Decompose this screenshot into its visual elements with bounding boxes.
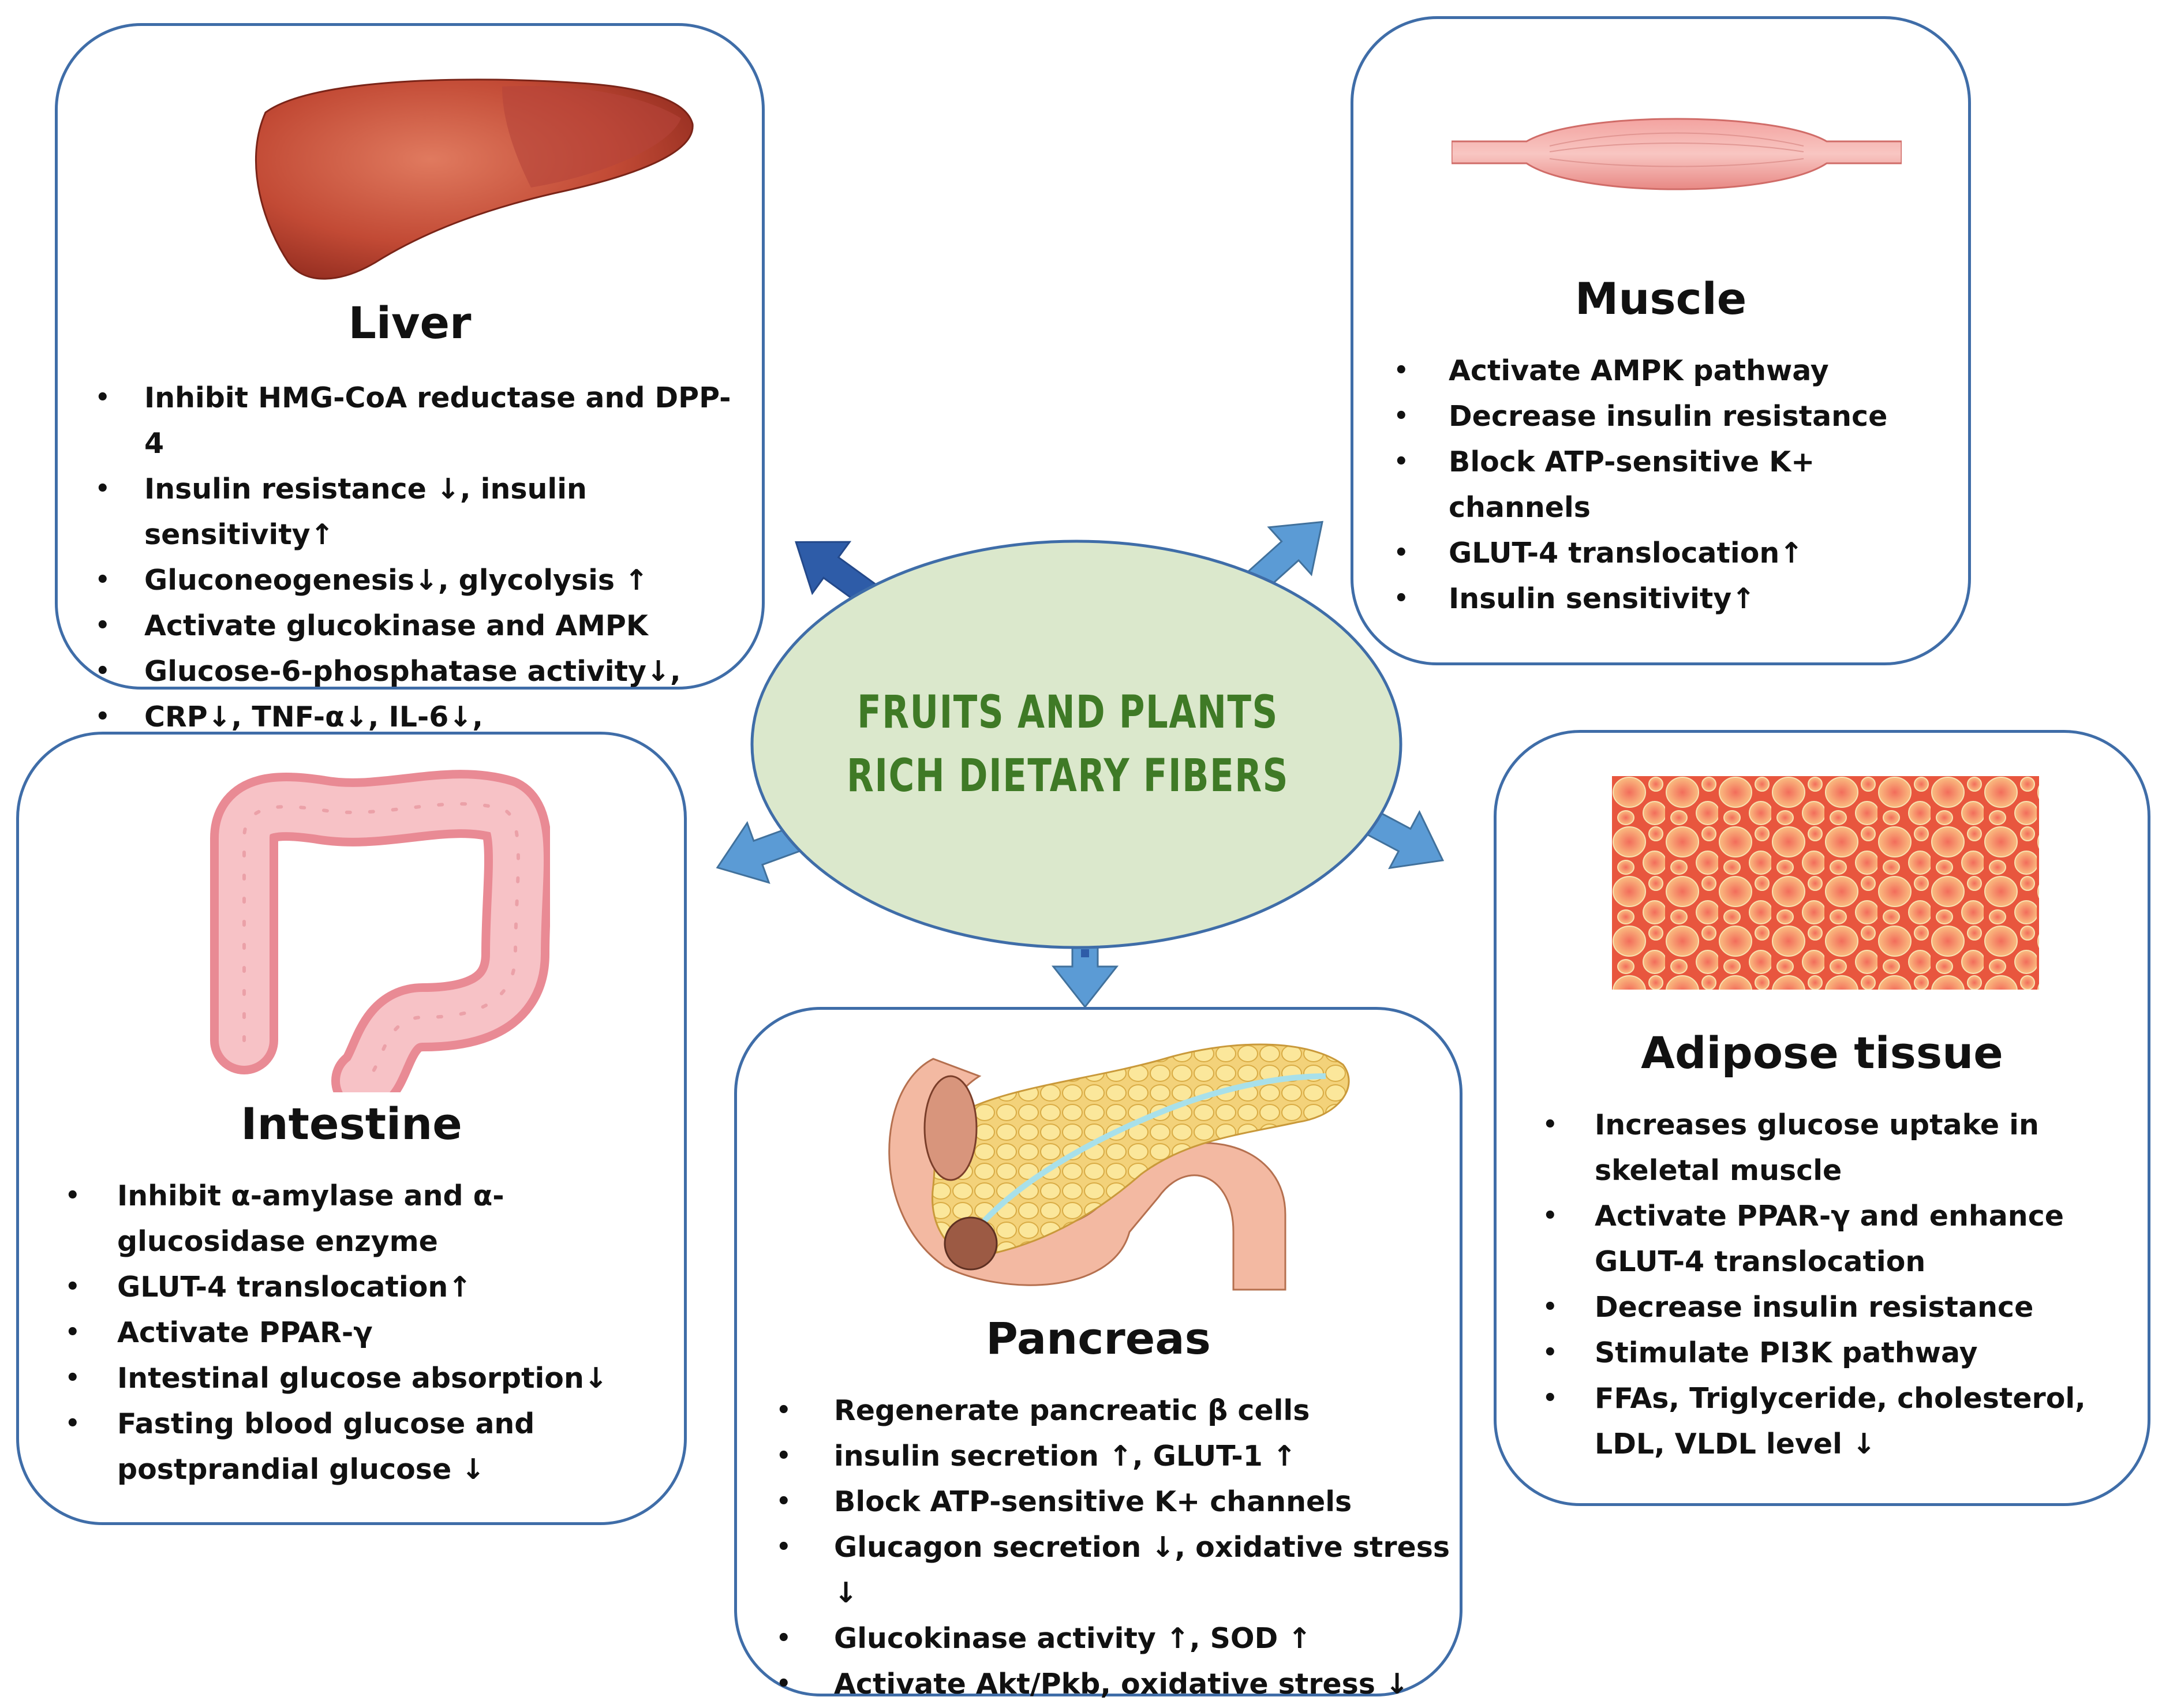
intestine-list: Inhibit α-amylase and α-glucosidase enzy… <box>42 1173 671 1492</box>
pancreas-title: Pancreas <box>986 1313 1211 1364</box>
liver-card: Liver Inhibit HMG-CoA reductase and DPP-… <box>55 23 765 740</box>
intestine-item: Intestinal glucose absorption↓ <box>42 1355 671 1401</box>
pancreas-item: Glucagon secretion ↓, oxidative stress ↓ <box>753 1525 1460 1616</box>
liver-list: Inhibit HMG-CoA reductase and DPP-4Insul… <box>81 375 750 740</box>
liver-item: Glucose-6-phosphatase activity↓, <box>81 649 750 694</box>
adipose-illustration <box>1612 776 2039 990</box>
muscle-item: Decrease insulin resistance <box>1377 394 1959 439</box>
adipose-item: Activate PPAR-γ and enhance GLUT-4 trans… <box>1520 1193 2143 1284</box>
muscle-item: Activate AMPK pathway <box>1377 348 1959 394</box>
pancreas-item: Activate Akt/Pkb, oxidative stress ↓ <box>753 1661 1460 1707</box>
adipose-card: Adipose tissue Increases glucose uptake … <box>1494 730 2150 1506</box>
center-title-line1: FRUITS AND PLANTS <box>857 687 1278 739</box>
adipose-title: Adipose tissue <box>1641 1027 2003 1078</box>
intestine-card: Intestine Inhibit α-amylase and α-glucos… <box>16 732 687 1525</box>
muscle-item: Insulin sensitivity↑ <box>1377 576 1959 621</box>
intestine-item: Activate PPAR-γ <box>42 1310 671 1355</box>
liver-illustration <box>255 78 694 280</box>
intestine-item: Inhibit α-amylase and α-glucosidase enzy… <box>42 1173 671 1264</box>
pancreas-card: Pancreas Regenerate pancreatic β cellsin… <box>734 1007 1462 1707</box>
liver-item: Activate glucokinase and AMPK <box>81 603 750 649</box>
center-title-line2: RICH DIETARY FIBERS <box>846 750 1289 802</box>
pancreas-item: Block ATP-sensitive K+ channels <box>753 1479 1460 1525</box>
pancreas-item: insulin secretion ↑, GLUT-1 ↑ <box>753 1433 1460 1479</box>
center-ellipse <box>750 540 1402 949</box>
adipose-item: Increases glucose uptake in skeletal mus… <box>1520 1102 2143 1193</box>
muscle-illustration <box>1452 118 1902 190</box>
adipose-item: Decrease insulin resistance <box>1520 1284 2143 1330</box>
muscle-card: Muscle Activate AMPK pathwayDecrease ins… <box>1351 16 1971 665</box>
muscle-list: Activate AMPK pathwayDecrease insulin re… <box>1377 348 1959 621</box>
muscle-item: GLUT-4 translocation↑ <box>1377 530 1959 576</box>
adipose-list: Increases glucose uptake in skeletal mus… <box>1520 1102 2143 1467</box>
pancreas-illustration <box>888 1043 1350 1291</box>
liver-item: Insulin resistance ↓, insulin sensitivit… <box>81 466 750 557</box>
pancreas-list: Regenerate pancreatic β cellsinsulin sec… <box>753 1388 1460 1707</box>
adipose-item: Stimulate PI3K pathway <box>1520 1330 2143 1376</box>
intestine-title: Intestine <box>241 1098 462 1149</box>
muscle-title: Muscle <box>1574 273 1747 324</box>
pancreas-item: Regenerate pancreatic β cells <box>753 1388 1460 1433</box>
adipose-item: FFAs, Triglyceride, cholesterol, LDL, VL… <box>1520 1376 2143 1467</box>
intestine-item: Fasting blood glucose and postprandial g… <box>42 1401 671 1492</box>
intestine-illustration <box>210 770 550 1092</box>
liver-title: Liver <box>348 297 472 349</box>
muscle-item: Block ATP-sensitive K+ channels <box>1377 439 1959 530</box>
liver-item: Inhibit HMG-CoA reductase and DPP-4 <box>81 375 750 466</box>
liver-item: Gluconeogenesis↓, glycolysis ↑ <box>81 557 750 603</box>
intestine-item: GLUT-4 translocation↑ <box>42 1264 671 1310</box>
pancreas-item: Glucokinase activity ↑, SOD ↑ <box>753 1616 1460 1661</box>
